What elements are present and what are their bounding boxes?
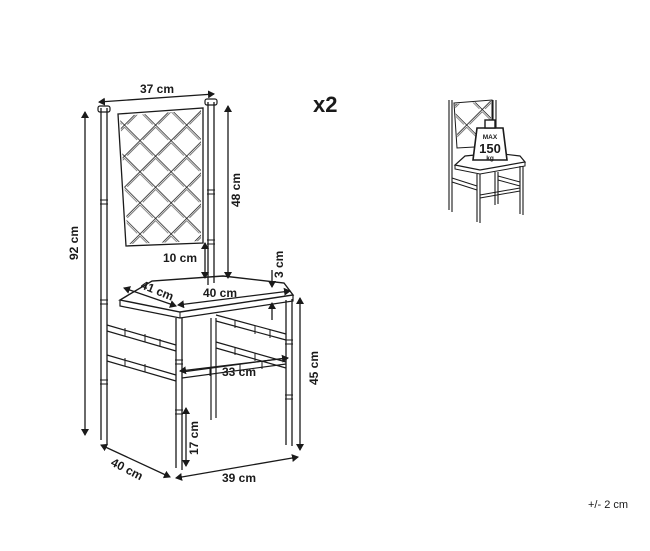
max-load-illustration: MAX 150 kg [448,99,527,223]
dim-seat-thickness: 3 cm [272,251,286,278]
max-load-unit: kg [486,155,494,162]
dim-stretcher-height: 17 cm [187,421,201,455]
dim-base-width: 39 cm [222,471,256,485]
quantity-label: x2 [313,92,337,117]
dim-base-depth: 40 cm [109,455,146,483]
max-load-value: 150 [479,141,501,156]
dim-stretcher-width: 33 cm [222,365,256,379]
dim-seat-height: 45 cm [307,351,321,385]
dim-back-gap: 10 cm [163,251,197,265]
dim-backrest-width: 37 cm [140,82,174,96]
tolerance-note: +/- 2 cm [588,499,628,511]
max-label: MAX [483,134,498,141]
dim-seat-width: 40 cm [203,286,237,300]
chair-drawing [97,98,295,470]
dim-backrest-height: 48 cm [229,173,243,207]
dim-total-height: 92 cm [67,226,81,260]
dimension-lines [81,90,304,481]
